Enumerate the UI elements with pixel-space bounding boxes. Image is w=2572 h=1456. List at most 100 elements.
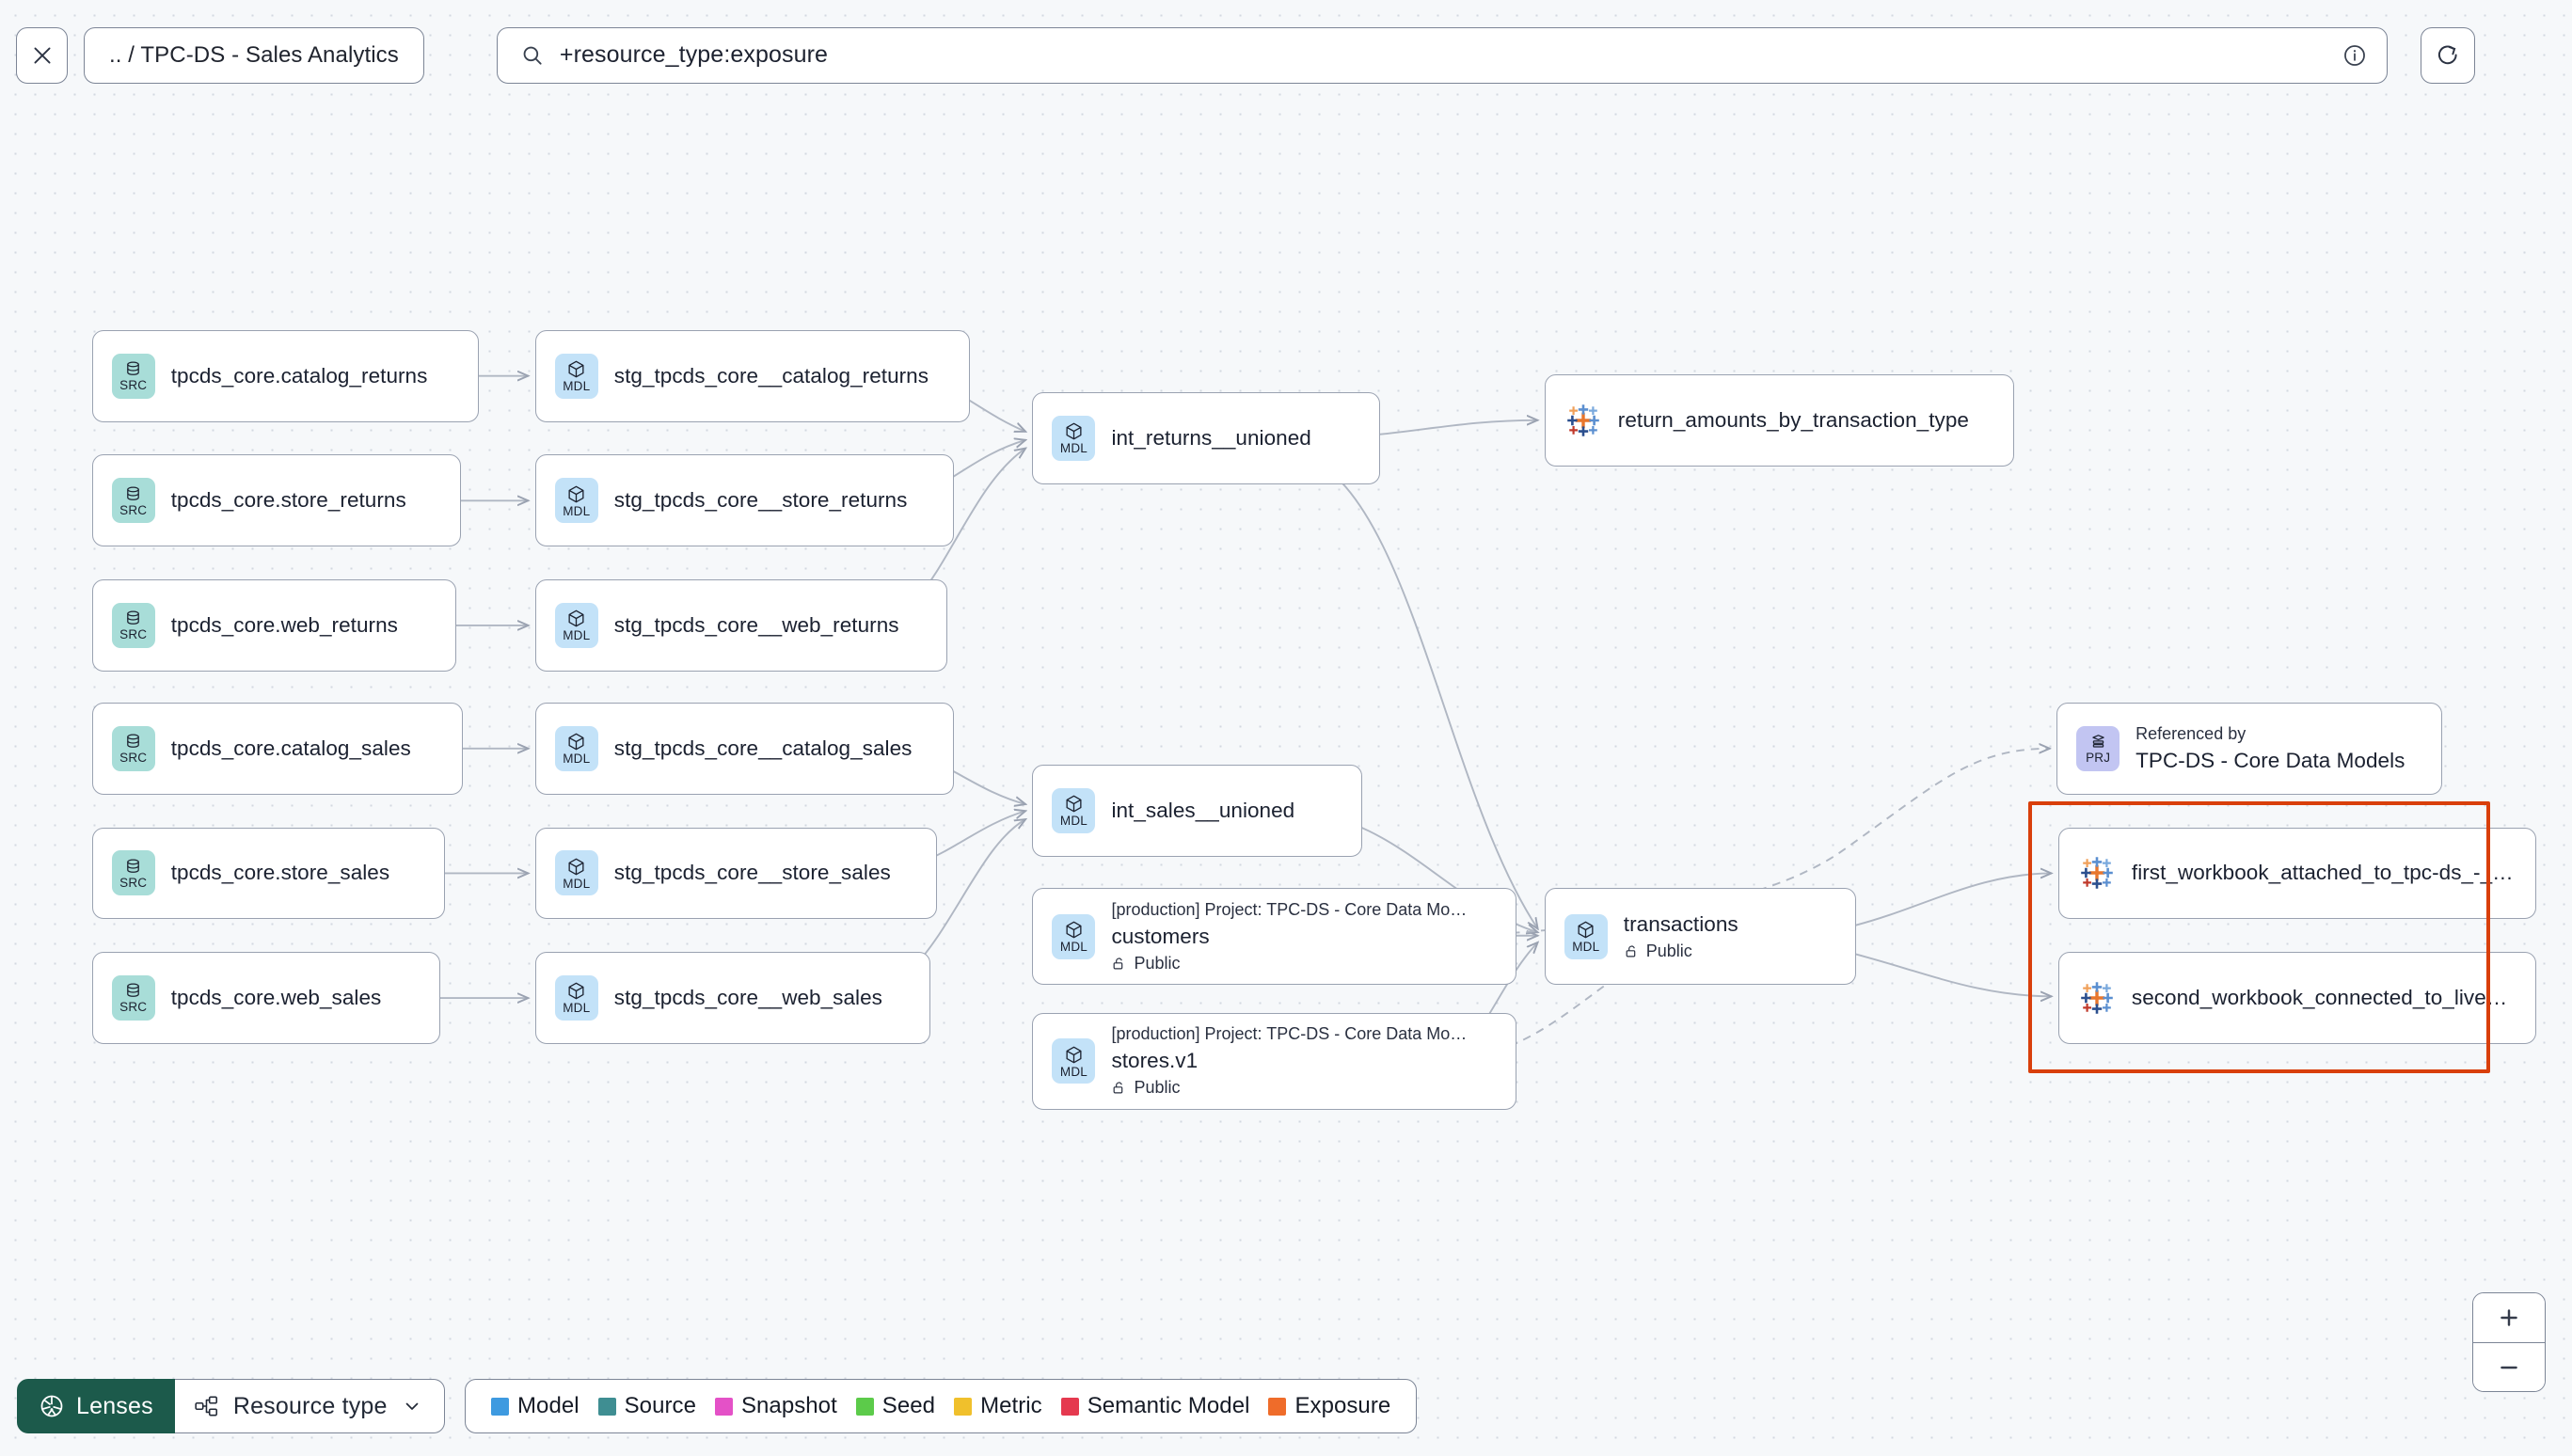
legend-label: Snapshot (740, 1393, 837, 1418)
node-text: stg_tpcds_core__store_returns (614, 488, 908, 513)
badge-src: SRC (111, 850, 155, 896)
graph-node-return_amounts[interactable]: return_amounts_by_transaction_type (1544, 373, 2014, 467)
graph-node-second_workbook[interactable]: second_workbook_connected_to_live… (2057, 952, 2536, 1044)
legend-label: Metric (980, 1393, 1042, 1418)
node-title: int_returns__unioned (1111, 425, 1311, 450)
tableau-icon (2081, 982, 2113, 1014)
cube-icon (568, 858, 584, 876)
node-text: tpcds_core.catalog_sales (171, 736, 411, 761)
badge-src: SRC (111, 725, 155, 771)
legend-item-exposure[interactable]: Exposure (1268, 1393, 1390, 1419)
node-text: tpcds_core.web_returns (171, 613, 398, 638)
node-text: second_workbook_connected_to_live… (2132, 986, 2507, 1010)
badge-mdl: MDL (1052, 788, 1096, 834)
badge-label: MDL (563, 1001, 591, 1016)
node-visibility-label: Public (1134, 953, 1181, 973)
node-text: int_returns__unioned (1111, 426, 1310, 451)
cube-icon (568, 982, 584, 1000)
graph-node-customers[interactable]: MDL[production] Project: TPC-DS - Core D… (1032, 888, 1517, 986)
legend-label: Semantic Model (1087, 1393, 1250, 1418)
node-text: tpcds_core.catalog_returns (171, 364, 428, 388)
graph-node-stg_store_returns[interactable]: MDL stg_tpcds_core__store_returns (534, 454, 954, 547)
database-icon (127, 361, 140, 375)
unlock-icon (1626, 945, 1636, 957)
graph-node-stores_v1[interactable]: MDL[production] Project: TPC-DS - Core D… (1032, 1012, 1517, 1110)
cube-icon (1066, 921, 1082, 939)
cube-icon (1066, 1046, 1082, 1063)
node-title: first_workbook_attached_to_tpc-ds_-_… (2131, 861, 2514, 885)
cube-icon (568, 609, 584, 627)
node-visibility: Public (1111, 1078, 1467, 1098)
graph-node-first_workbook[interactable]: first_workbook_attached_to_tpc-ds_-_… (2057, 827, 2536, 920)
top-toolbar: .. / TPC-DS - Sales Analytics +resource_… (0, 0, 2572, 110)
node-title: stg_tpcds_core__store_sales (613, 861, 891, 885)
search-input[interactable]: +resource_type:exposure (559, 41, 829, 68)
minus-icon (2501, 1366, 2517, 1369)
legend-item-source[interactable]: Source (597, 1393, 696, 1419)
breadcrumb-label: .. / TPC-DS - Sales Analytics (109, 41, 399, 68)
node-text: tpcds_core.web_sales (171, 986, 382, 1010)
node-text: tpcds_core.store_sales (171, 861, 389, 885)
graph-node-int_sales_unioned[interactable]: MDL int_sales__unioned (1032, 765, 1363, 857)
project-stack-icon (2091, 735, 2104, 748)
breadcrumb[interactable]: .. / TPC-DS - Sales Analytics (84, 26, 424, 84)
legend-item-model[interactable]: Model (491, 1393, 579, 1419)
lenses-button[interactable]: Lenses (17, 1379, 175, 1433)
search-box[interactable]: +resource_type:exposure (496, 26, 2388, 84)
close-button[interactable] (16, 26, 68, 84)
database-icon (127, 486, 140, 500)
node-text: stg_tpcds_core__store_sales (614, 861, 891, 885)
node-visibility: Public (1111, 954, 1467, 973)
legend-label: Source (624, 1393, 696, 1418)
badge-label: MDL (563, 378, 591, 393)
graph-node-int_returns_unioned[interactable]: MDL int_returns__unioned (1032, 392, 1381, 484)
legend-item-seed[interactable]: Seed (855, 1393, 936, 1419)
badge-label: MDL (563, 503, 591, 518)
node-text: tpcds_core.store_returns (171, 488, 406, 513)
badge-mdl: MDL (554, 975, 598, 1021)
legend-swatch (491, 1397, 509, 1416)
badge-label: MDL (1572, 939, 1600, 954)
node-title: tpcds_core.store_returns (170, 488, 406, 513)
badge-label: PRJ (2086, 751, 2111, 766)
refresh-button[interactable] (2420, 26, 2475, 84)
unlock-icon (1114, 1082, 1123, 1094)
node-title: stg_tpcds_core__web_returns (613, 612, 899, 637)
graph-node-src_web_returns[interactable]: SRC tpcds_core.web_returns (91, 579, 457, 672)
node-title: int_sales__unioned (1111, 799, 1295, 823)
cube-icon (568, 733, 584, 751)
unlock-icon (1114, 957, 1123, 970)
search-icon (523, 46, 542, 65)
hierarchy-icon (195, 1396, 217, 1416)
legend-item-snapshot[interactable]: Snapshot (714, 1393, 837, 1419)
badge-label: SRC (119, 502, 148, 517)
legend-item-semantic-model[interactable]: Semantic Model (1060, 1393, 1250, 1419)
badge-label: MDL (1059, 441, 1088, 456)
zoom-out-button[interactable] (2473, 1342, 2545, 1391)
node-title: TPC-DS - Core Data Models (2135, 748, 2405, 772)
node-text: [production] Project: TPC-DS - Core Data… (1111, 1024, 1467, 1098)
graph-node-src_store_returns[interactable]: SRC tpcds_core.store_returns (91, 454, 462, 547)
info-circle-icon[interactable] (2342, 42, 2368, 69)
resource-type-dropdown[interactable]: Resource type (174, 1379, 445, 1433)
node-text: stg_tpcds_core__catalog_returns (614, 364, 929, 388)
graph-node-src_store_sales[interactable]: SRC tpcds_core.store_sales (91, 827, 445, 920)
graph-node-stg_catalog_returns[interactable]: MDL stg_tpcds_core__catalog_returns (534, 329, 971, 422)
legend-label: Seed (881, 1393, 936, 1418)
bottom-left-controls: Lenses Resource type (17, 1379, 445, 1433)
database-icon (127, 859, 140, 873)
legend-item-metric[interactable]: Metric (954, 1393, 1042, 1419)
zoom-in-button[interactable] (2473, 1293, 2545, 1342)
badge-label: SRC (119, 627, 148, 642)
graph-node-src_catalog_sales[interactable]: SRC tpcds_core.catalog_sales (91, 702, 463, 795)
